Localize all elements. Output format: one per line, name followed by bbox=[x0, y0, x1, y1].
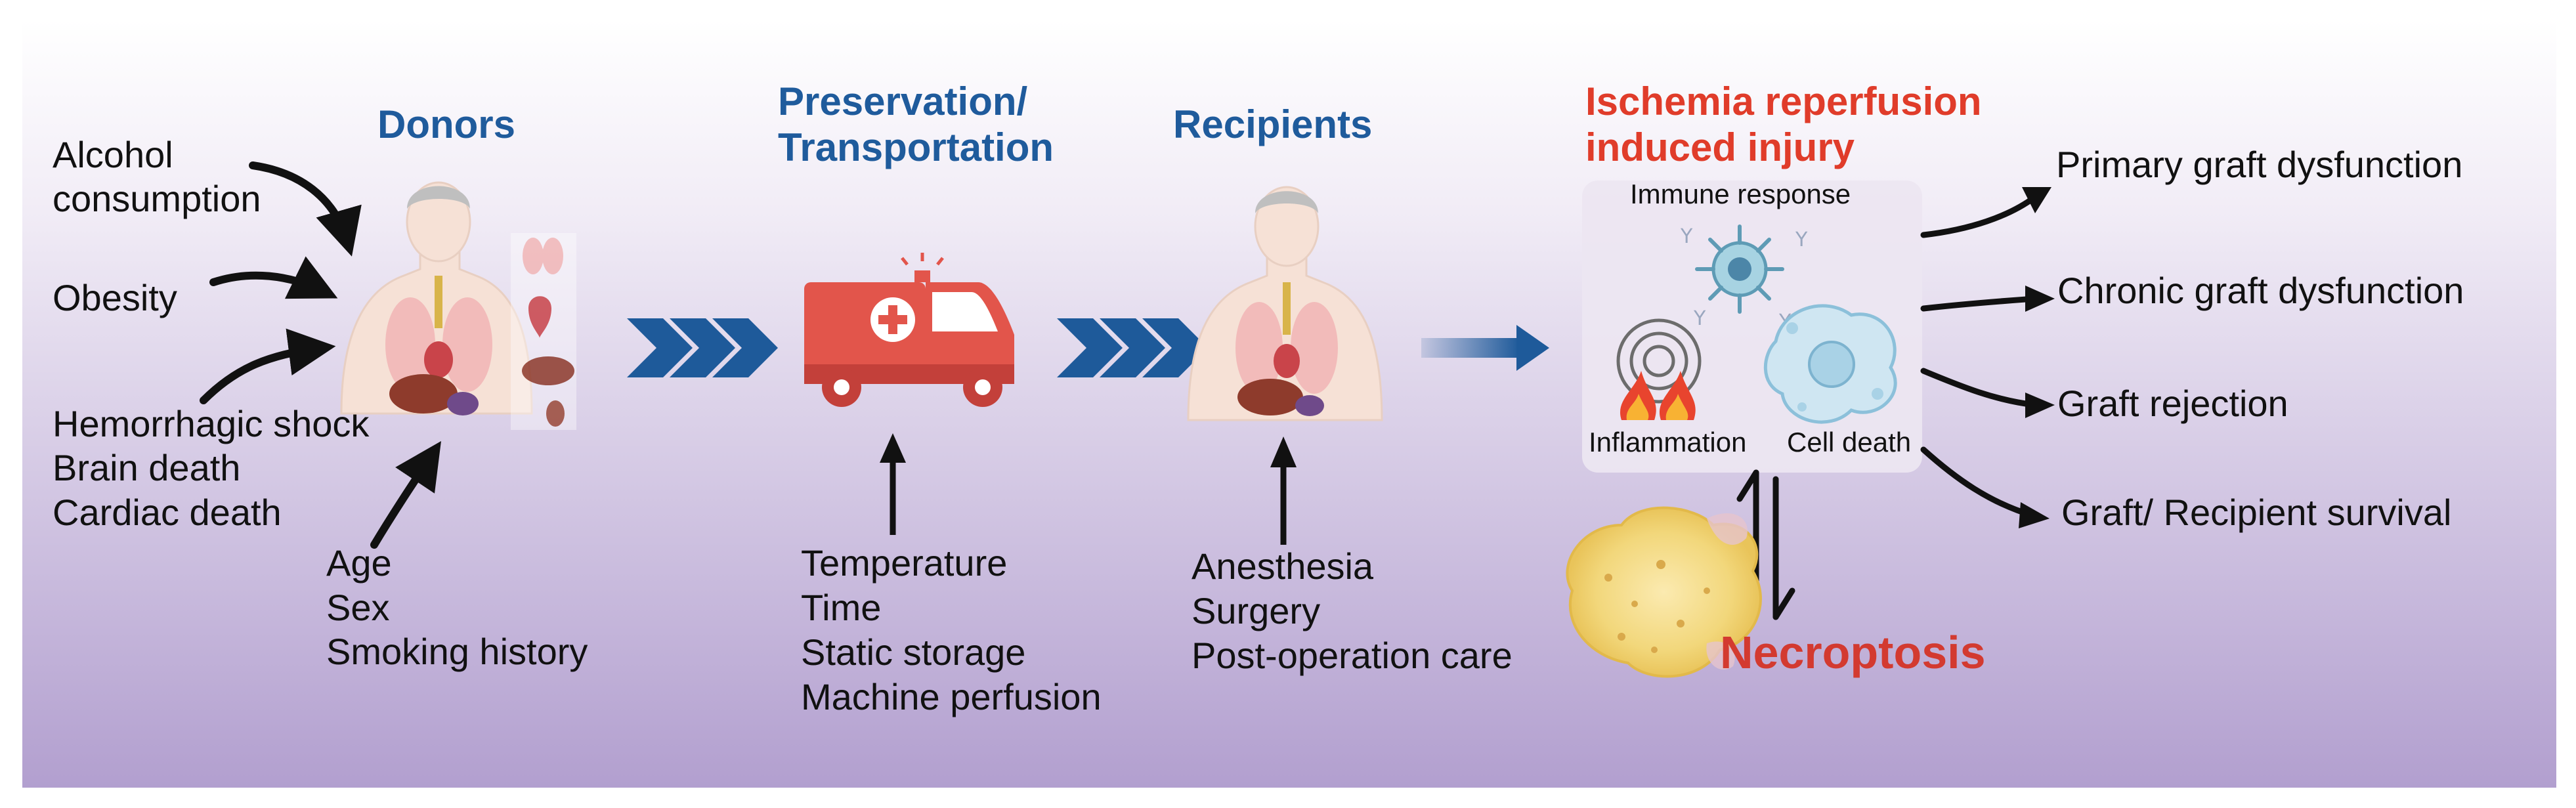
cell-death-label: Cell death bbox=[1787, 427, 1911, 457]
donor-factor-cardiac-death: Cardiac death bbox=[53, 492, 282, 533]
donor-factor-brain-death: Brain death bbox=[53, 447, 240, 488]
inflammation-label: Inflammation bbox=[1589, 427, 1746, 457]
gradient-arrow-icon bbox=[1421, 325, 1549, 371]
preservation-up-arrow bbox=[880, 433, 906, 535]
preservation-title-line2: Transportation bbox=[778, 125, 1054, 169]
donor-factor-alcohol: Alcohol bbox=[53, 134, 173, 175]
immune-response-label: Immune response bbox=[1630, 179, 1851, 209]
recipient-factor-post-operation-care: Post-operation care bbox=[1191, 635, 1513, 676]
donor-factor-hemorrhagic-shock: Hemorrhagic shock bbox=[53, 403, 370, 444]
recipients-title: Recipients bbox=[1173, 102, 1372, 146]
donor-factor-sex: Sex bbox=[326, 587, 390, 628]
donor-factor-consumption: consumption bbox=[53, 178, 261, 219]
outcome-arrows bbox=[1920, 194, 2038, 519]
cell-death-icon bbox=[1763, 304, 1897, 424]
preservation-factor-machine-perfusion: Machine perfusion bbox=[801, 676, 1102, 717]
necroptotic-cell-icon bbox=[1566, 506, 1762, 678]
iri-title-line1: Ischemia reperfusion bbox=[1585, 79, 1982, 123]
donors-title: Donors bbox=[377, 102, 515, 146]
svg-text:Y: Y bbox=[1680, 225, 1693, 248]
outcome-graft-recipient-survival: Graft/ Recipient survival bbox=[2061, 492, 2451, 533]
preservation-factor-time: Time bbox=[801, 587, 881, 628]
preservation-factor-temperature: Temperature bbox=[801, 542, 1007, 584]
svg-text:Y: Y bbox=[1795, 228, 1808, 251]
svg-text:Y: Y bbox=[1693, 307, 1706, 330]
chevron-arrow-icon-2 bbox=[1057, 318, 1208, 377]
outcome-primary-graft-dysfunction: Primary graft dysfunction bbox=[2056, 144, 2462, 185]
iri-title-line2: induced injury bbox=[1585, 125, 1855, 169]
donor-body-icon bbox=[340, 181, 533, 415]
outcome-graft-rejection: Graft rejection bbox=[2057, 383, 2288, 424]
preservation-factor-static-storage: Static storage bbox=[801, 631, 1025, 673]
outcome-arrowheads bbox=[2019, 187, 2055, 528]
donor-factor-age: Age bbox=[326, 542, 392, 584]
outcome-chronic-graft-dysfunction: Chronic graft dysfunction bbox=[2057, 270, 2464, 311]
ambulance-icon bbox=[804, 253, 1014, 407]
necroptosis-label: Necroptosis bbox=[1720, 627, 1986, 678]
chevron-arrow-icon-1 bbox=[627, 318, 778, 377]
recipient-factor-surgery: Surgery bbox=[1191, 590, 1320, 631]
donor-organs-icon bbox=[511, 233, 576, 430]
inflammation-icon bbox=[1616, 318, 1702, 420]
donor-factor-arrows bbox=[200, 161, 441, 549]
donor-factor-smoking-history: Smoking history bbox=[326, 631, 588, 672]
donor-factor-obesity: Obesity bbox=[53, 277, 177, 318]
immune-cell-icon: Y Y Y Y bbox=[1680, 224, 1808, 333]
recipient-factor-anesthesia: Anesthesia bbox=[1191, 545, 1374, 587]
recipient-body-icon bbox=[1187, 186, 1383, 421]
preservation-title-line1: Preservation/ bbox=[778, 79, 1028, 123]
recipient-up-arrow bbox=[1270, 436, 1297, 545]
